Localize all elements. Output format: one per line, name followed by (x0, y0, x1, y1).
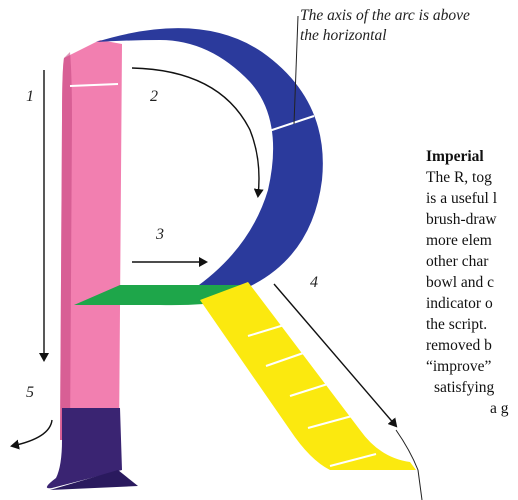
step-label-5: 5 (26, 384, 34, 402)
text-line: other char (426, 251, 518, 272)
text-line: satisfying (426, 377, 518, 398)
step-label-2: 2 (150, 88, 158, 106)
text-line: a g (426, 398, 518, 419)
text-line: “improve” (426, 356, 518, 377)
imperial-text-block: Imperial The R, tog is a useful l brush-… (426, 146, 518, 419)
text-line: removed b (426, 335, 518, 356)
text-line: bowl and c (426, 272, 518, 293)
text-line: is a useful l (426, 188, 518, 209)
arc-axis-caption: The axis of the arc is above the horizon… (300, 6, 518, 46)
text-line: brush-draw (426, 209, 518, 230)
step-label-1: 1 (26, 88, 34, 106)
step-label-3: 3 (156, 226, 164, 244)
step-label-4: 4 (310, 274, 318, 292)
leg-stroke (200, 282, 422, 500)
text-line: the script. (426, 314, 518, 335)
text-line: more elem (426, 230, 518, 251)
stem-stroke (60, 40, 122, 440)
text-line: indicator o (426, 293, 518, 314)
arrow-5 (12, 420, 52, 446)
text-line: The R, tog (426, 167, 518, 188)
caption-line-2: the horizontal (300, 26, 518, 46)
text-heading: Imperial (426, 146, 518, 167)
bowl-stroke (96, 28, 323, 294)
caption-line-1: The axis of the arc is above (300, 6, 518, 26)
